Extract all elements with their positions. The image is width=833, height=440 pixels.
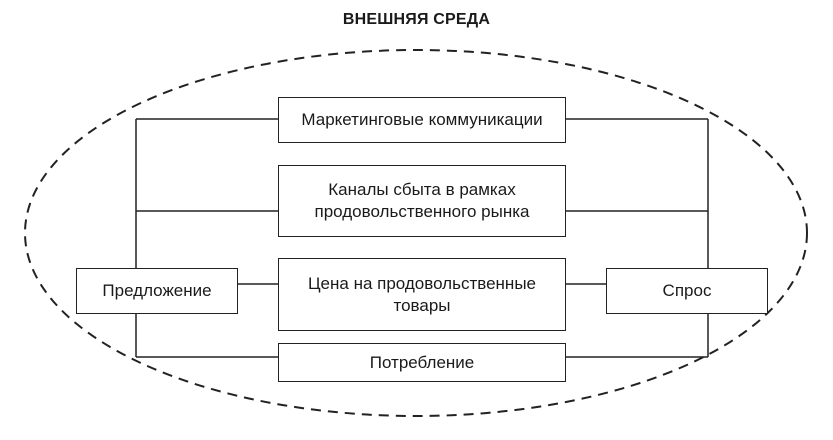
node-label: Маркетинговые коммуникации [301, 110, 543, 129]
node-label: Каналы сбыта в рамках продовольственного… [314, 180, 530, 221]
node-demand: Спрос [606, 268, 768, 314]
node-sales-channels: Каналы сбыта в рамках продовольственного… [278, 165, 566, 237]
node-supply: Предложение [76, 268, 238, 314]
node-label: Потребление [369, 352, 475, 372]
diagram-title: ВНЕШНЯЯ СРЕДА [342, 11, 491, 28]
node-label: Спрос [662, 281, 712, 300]
node-food-prices: Цена на продовольственные товары [278, 258, 566, 331]
node-consumption: Потребление [278, 343, 566, 382]
node-marketing-communications: Маркетинговые коммуникации [278, 97, 566, 143]
external-environment-boundary [24, 49, 808, 417]
node-label: Цена на продовольственные товары [307, 273, 536, 315]
node-label: Предложение [102, 281, 212, 300]
